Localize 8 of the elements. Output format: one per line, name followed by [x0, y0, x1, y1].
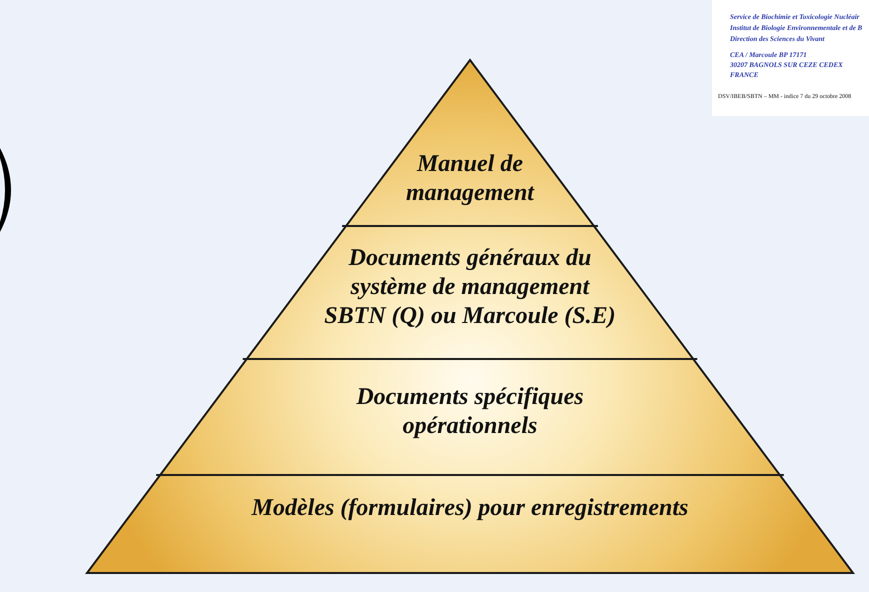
pyramid-level: [346, 60, 594, 226]
pyramid-level: [87, 475, 853, 573]
level-text: Documents généraux du système de management SBTN (Q) ou Marcoule (S.E): [323, 244, 617, 330]
pyramid-level: [246, 226, 694, 359]
level-text: Manuel de management: [404, 150, 536, 208]
level-text: Documents spécifiques opérationnels: [355, 383, 585, 441]
level-text: Modèles (formulaires) pour enregistrements: [250, 494, 690, 523]
pyramid-level: [160, 359, 780, 475]
